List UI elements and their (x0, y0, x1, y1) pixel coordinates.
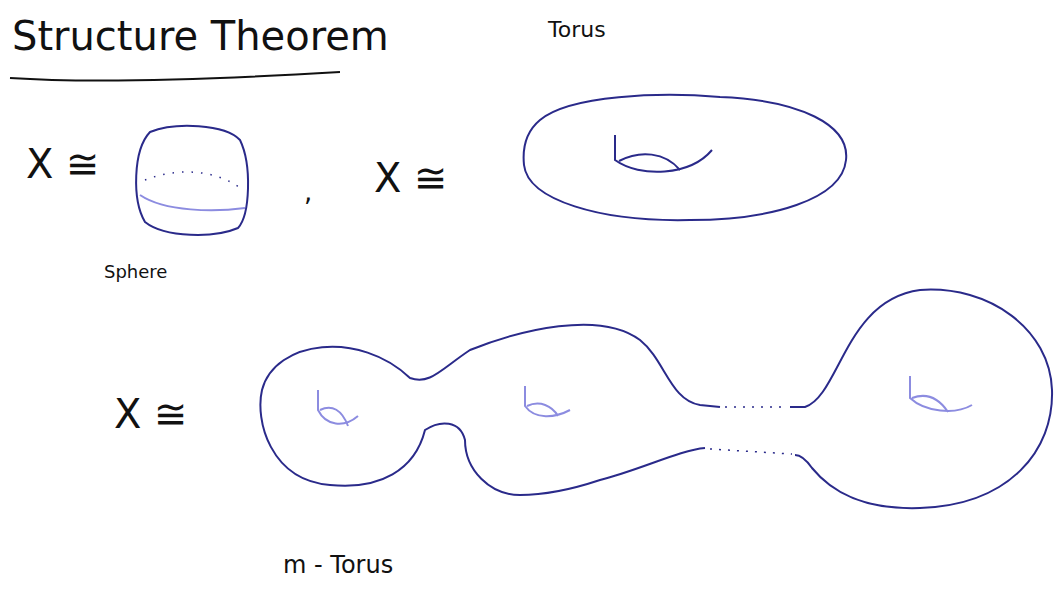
shape-name: m - Torus (283, 552, 393, 578)
diagram-title: Structure Theorem (12, 14, 389, 58)
torus-figure (524, 95, 847, 220)
shape-name: Torus (548, 18, 606, 42)
sphere-figure (136, 126, 248, 235)
equivalence-label: X ≅ (26, 142, 100, 186)
separator: , (304, 178, 312, 207)
equivalence-label: X ≅ (374, 156, 448, 200)
m-torus-figure (260, 290, 1052, 509)
shape-name: Sphere (104, 262, 167, 282)
equivalence-label: X ≅ (114, 392, 188, 436)
title-underline (10, 72, 340, 80)
